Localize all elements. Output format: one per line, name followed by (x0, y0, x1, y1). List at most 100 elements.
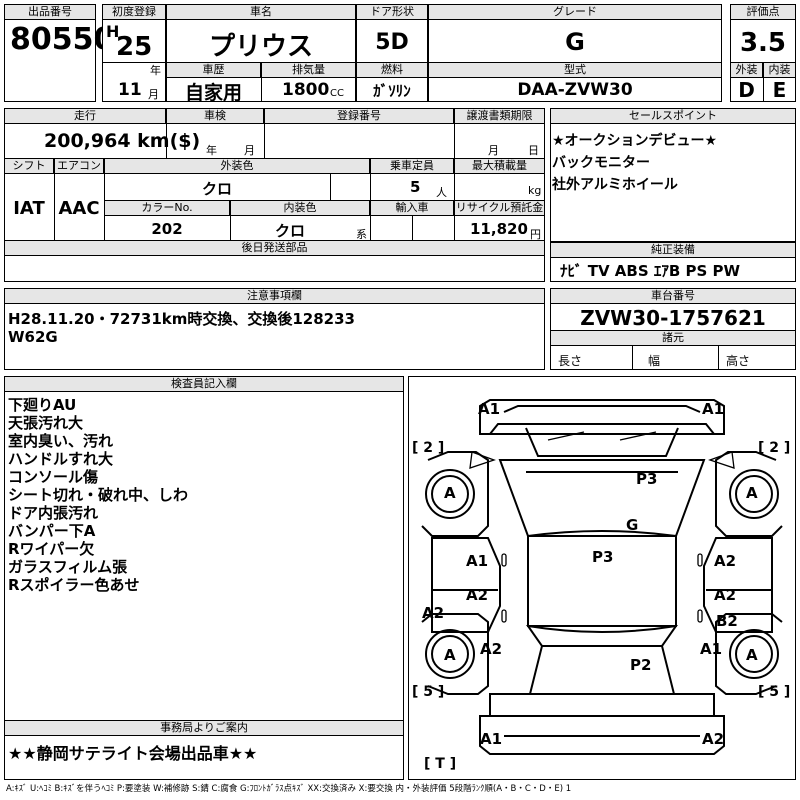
fuel-label: 燃料 (356, 62, 428, 78)
color-no-label: カラーNo. (104, 200, 230, 216)
length-label: 長さ (558, 354, 583, 368)
damage-mark-front-door-right: A2 (714, 552, 737, 570)
score: 3.5 (739, 28, 787, 58)
first-reg-cell (102, 4, 166, 102)
sales-points-label: セールスポイント (550, 108, 796, 124)
doors: 5D (375, 30, 409, 55)
office-notice: ★★静岡サテライト会場出品車★★ (8, 744, 258, 763)
inspector-note: 室内臭い、汚れ (8, 432, 114, 450)
notice-line: W62G (8, 328, 58, 346)
sales-point-line: ★オークションデビュー★ (552, 133, 718, 149)
divider (264, 124, 265, 158)
mileage: 200,964 km($) (44, 130, 201, 152)
inspector-note: Rワイパー欠 (8, 540, 95, 558)
damage-mark-hood: P3 (636, 470, 658, 488)
divider (102, 62, 166, 63)
damage-mark-rear-door-right-dent: B2 (716, 612, 738, 630)
grade: G (565, 28, 585, 56)
int-color-unit: 系 (356, 228, 367, 241)
first-reg-label: 初度登録 (102, 4, 166, 20)
transfer-month-unit: 月 (488, 144, 499, 157)
grade-cell (428, 4, 722, 102)
divider (261, 78, 262, 102)
inspector-note: 下廻りAU (8, 396, 77, 414)
tire-depth-rl: [ 5 ] (412, 684, 445, 700)
height-label: 高さ (726, 354, 751, 368)
damage-mark-left-sill: A2 (422, 604, 445, 622)
recycle-fee: 11,820 (470, 220, 528, 238)
lot-number-label: 出品番号 (4, 4, 96, 20)
tire-depth-spare: [ T ] (424, 756, 457, 772)
damage-mark-wheel-rl: A (444, 646, 456, 664)
damage-mark-wheel-fl: A (444, 484, 456, 502)
ext-color: クロ (201, 180, 232, 198)
damage-mark-rear-door-left: A2 (466, 586, 489, 604)
divider (166, 124, 167, 158)
displacement: 1800 (282, 80, 330, 100)
inspector-note: ガラスフィルム張 (8, 558, 128, 576)
inspector-note: Rスポイラー色あせ (8, 576, 140, 594)
notice-line: H28.11.20・72731km時交換、交換後128233 (8, 310, 355, 328)
damage-mark-rear-fender-left: A2 (480, 640, 503, 658)
score-label: 評価点 (730, 4, 796, 20)
damage-mark-windshield: G (626, 516, 639, 534)
inspector-note: コンソール傷 (8, 468, 99, 486)
divider (54, 174, 55, 240)
car-name-label: 車名 (166, 4, 356, 20)
recycle-label: リサイクル預託金 (454, 200, 545, 216)
chassis-label: 車台番号 (550, 288, 796, 304)
divider (632, 346, 633, 370)
lot-number: 80550 (10, 22, 115, 57)
month-unit: 月 (148, 88, 159, 101)
displacement-label: 排気量 (261, 62, 356, 78)
inspector-note: シート切れ・破れ中、しわ (8, 486, 189, 504)
displacement-unit: CC (330, 88, 344, 99)
car-name: プリウス (208, 32, 313, 62)
divider (230, 216, 231, 240)
insp-month-unit: 月 (244, 144, 255, 157)
max-load-label: 最大積載量 (454, 158, 545, 174)
color-no: 202 (151, 220, 183, 238)
inspector-note: ハンドルすれ大 (8, 450, 114, 468)
model-code: DAA-ZVW30 (517, 80, 633, 100)
damage-mark-trunk: P2 (630, 656, 652, 674)
inspector-note: 天張汚れ大 (8, 414, 84, 432)
shift-label: シフト (4, 158, 54, 174)
damage-mark-rear-bumper-right: A2 (702, 730, 725, 748)
chassis-number: ZVW30-1757621 (580, 306, 766, 330)
inspector-label: 検査員記入欄 (4, 376, 404, 392)
doors-cell (356, 4, 428, 102)
inspector-note: ドア内張汚れ (8, 504, 99, 522)
specs-label: 諸元 (550, 330, 796, 346)
reg-month: 11 (118, 80, 142, 100)
damage-mark-rear-bumper-left: A1 (480, 730, 503, 748)
damage-mark-front-door-left: A1 (466, 552, 489, 570)
exterior-label: 外装 (730, 62, 763, 78)
divider (763, 78, 764, 102)
grade-label: グレード (428, 4, 722, 20)
divider (454, 124, 455, 158)
inspector-note: バンパー下A (8, 522, 96, 540)
notice-label: 注意事項欄 (4, 288, 545, 304)
damage-mark-rear-door-right: A2 (714, 586, 737, 604)
damage-mark-wheel-rr: A (746, 646, 758, 664)
damage-mark-roof: P3 (592, 548, 614, 566)
capacity: 5 (410, 178, 421, 196)
exterior-grade: D (738, 78, 755, 102)
tire-depth-fr: [ 2 ] (758, 440, 791, 456)
damage-mark-wheel-fr: A (746, 484, 758, 502)
later-parts-label: 後日発送部品 (4, 240, 545, 256)
reg-number-label: 登録番号 (264, 108, 454, 124)
capacity-label: 乗車定員 (370, 158, 454, 174)
width-label: 幅 (648, 354, 661, 368)
air-conditioner: AAC (58, 198, 100, 219)
recycle-unit: 円 (530, 228, 541, 241)
transfer-deadline-label: 譲渡書類期限 (454, 108, 545, 124)
sales-point-line: バックモニター (552, 155, 650, 171)
tire-depth-fl: [ 2 ] (412, 440, 445, 456)
transfer-day-unit: 日 (528, 144, 539, 157)
equipment-label: 純正装備 (550, 242, 796, 258)
model-label: 型式 (428, 62, 722, 78)
ac-label: エアコン (54, 158, 104, 174)
car-history: 自家用 (184, 82, 242, 104)
